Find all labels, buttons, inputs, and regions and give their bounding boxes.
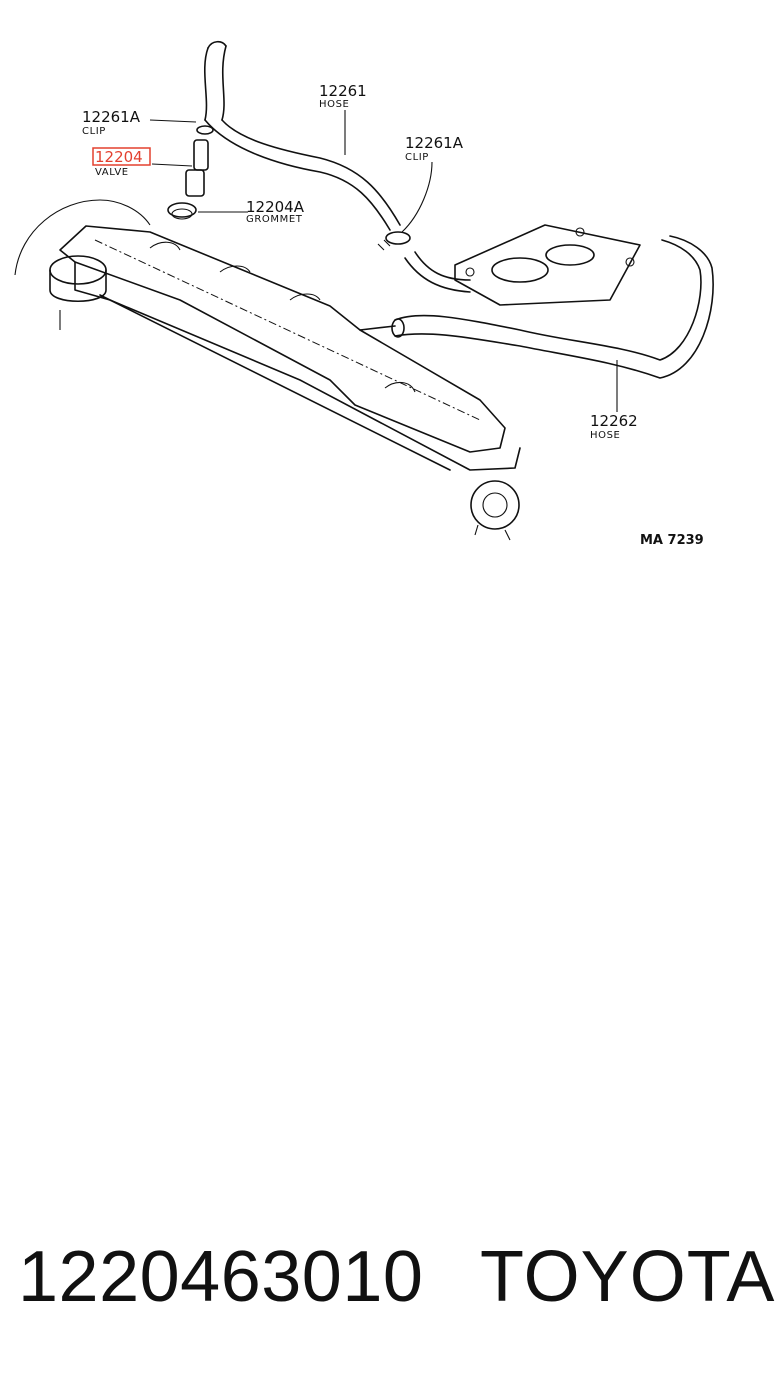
- callout-name: CLIP: [82, 126, 106, 137]
- part-number: 1220463010: [18, 1237, 424, 1317]
- callout-12261A-clip-right[interactable]: 12261A CLIP: [405, 134, 464, 163]
- pcv-valve-drawing: [167, 125, 214, 220]
- callout-12204A-grommet[interactable]: 12204A GROMMET: [246, 198, 305, 225]
- callout-12261-hose[interactable]: 12261 HOSE: [319, 82, 367, 110]
- callout-number: 12262: [590, 412, 638, 430]
- callout-name: CLIP: [405, 152, 429, 163]
- callout-number: 12261: [319, 82, 367, 100]
- callout-12261A-clip-top[interactable]: 12261A CLIP: [82, 108, 141, 137]
- hose-12261-drawing: [203, 40, 411, 251]
- callout-12262-hose[interactable]: 12262 HOSE: [590, 412, 638, 441]
- callout-name: GROMMET: [246, 214, 303, 225]
- leader-lines: [149, 110, 618, 412]
- brand-name: TOYOTA: [480, 1237, 776, 1317]
- part-footer: 1220463010 TOYOTA: [0, 1232, 776, 1322]
- callout-name: HOSE: [590, 430, 620, 441]
- valve-cover-drawing: [14, 199, 521, 541]
- callout-number: 12261A: [82, 108, 141, 126]
- highlight-box: [92, 147, 151, 166]
- callout-name: HOSE: [319, 99, 349, 110]
- callout-number: 12261A: [405, 134, 464, 152]
- callout-12204-valve[interactable]: 12204 VALVE: [92, 147, 151, 178]
- callout-number: 12204A: [246, 198, 305, 216]
- callout-name: VALVE: [95, 167, 129, 178]
- parts-diagram: 12261A CLIP 12204 VALVE 12204A GROMMET 1…: [14, 40, 714, 548]
- hose-12262-drawing: [359, 224, 714, 379]
- callout-number: 12204: [95, 148, 143, 166]
- diagram-reference: MA 7239: [640, 533, 704, 548]
